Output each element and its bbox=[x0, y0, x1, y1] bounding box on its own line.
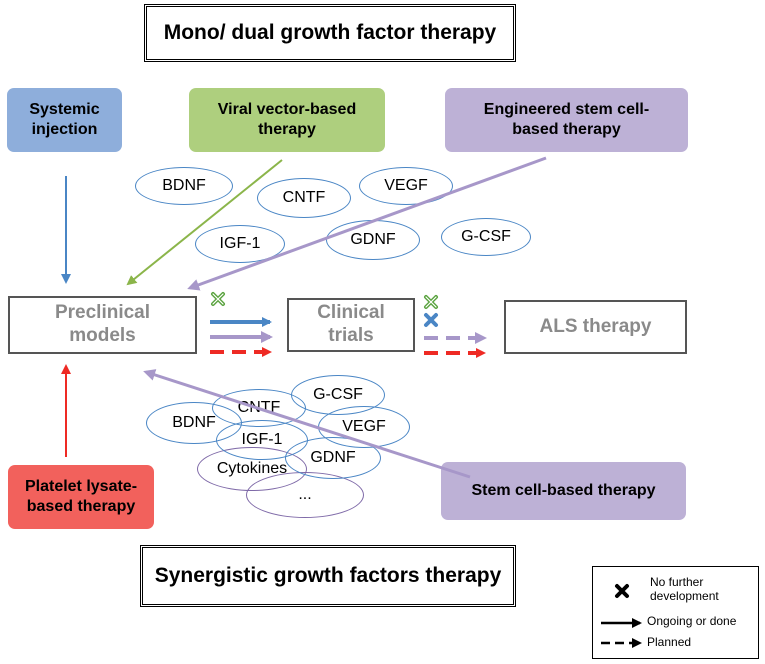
bottom-title-text: Synergistic growth factors therapy bbox=[154, 564, 502, 587]
engineered-line-2: based therapy bbox=[512, 121, 621, 138]
green-x-icon-1 bbox=[211, 292, 225, 306]
cntf-top-ellipse: CNTF bbox=[257, 178, 351, 218]
gcsf-bottom-label: G-CSF bbox=[313, 386, 363, 403]
engineered-arrow bbox=[187, 156, 547, 291]
gcsf-top-label: G-CSF bbox=[461, 228, 511, 245]
green-x-icon-2 bbox=[424, 295, 438, 309]
stem-cell-label: Stem cell-based therapy bbox=[471, 482, 656, 499]
gcsf-top-ellipse: G-CSF bbox=[441, 218, 531, 256]
bottom-title: Synergistic growth factors therapy bbox=[140, 545, 516, 607]
bdnf-top-ellipse: BDNF bbox=[135, 167, 233, 205]
stem-cell-therapy-box: Stem cell-based therapy bbox=[441, 462, 686, 520]
vegf-bottom-label: VEGF bbox=[342, 418, 386, 435]
engineered-line-1: Engineered stem cell- bbox=[483, 101, 650, 118]
systemic-injection-box: Systemic injection bbox=[7, 88, 122, 152]
legend-planned: Planned bbox=[647, 635, 692, 649]
platelet-line-1: Platelet lysate- bbox=[24, 478, 138, 495]
igf1-top-label: IGF-1 bbox=[219, 235, 261, 252]
bdnf-bottom-label: BDNF bbox=[172, 414, 216, 431]
clinical-trials-box: Clinical trials bbox=[287, 298, 415, 352]
platelet-lysate-box: Platelet lysate- based therapy bbox=[8, 465, 154, 529]
igf1-top-ellipse: IGF-1 bbox=[195, 225, 285, 263]
preclinical-line-2: models bbox=[69, 325, 136, 346]
preclinical-models-box: Preclinical models bbox=[8, 296, 197, 354]
viral-line-2: therapy bbox=[258, 121, 316, 138]
top-title: Mono/ dual growth factor therapy bbox=[144, 4, 516, 62]
als-therapy-box: ALS therapy bbox=[504, 300, 687, 354]
engineered-stem-cell-box: Engineered stem cell- based therapy bbox=[445, 88, 688, 152]
stem-cell-arrow bbox=[143, 369, 471, 479]
viral-arrow bbox=[126, 159, 283, 286]
systemic-line-1: Systemic bbox=[29, 101, 100, 118]
cytokines-bottom-label: Cytokines bbox=[216, 460, 288, 477]
top-title-text: Mono/ dual growth factor therapy bbox=[163, 21, 497, 44]
legend-no-further-line-2: development bbox=[650, 588, 719, 603]
systemic-line-2: injection bbox=[31, 121, 98, 138]
igf1-bottom-label: IGF-1 bbox=[241, 431, 283, 448]
gdnf-bottom-label: GDNF bbox=[310, 449, 356, 466]
legend-no-further-line-1: No further bbox=[650, 575, 704, 589]
clinical-line-2: trials bbox=[328, 325, 374, 346]
bdnf-top-label: BDNF bbox=[162, 177, 206, 194]
viral-line-1: Viral vector-based bbox=[217, 101, 357, 118]
als-therapy-label: ALS therapy bbox=[539, 315, 652, 337]
clinical-line-1: Clinical bbox=[317, 302, 385, 324]
legend-ongoing: Ongoing or done bbox=[647, 614, 737, 628]
gcsf-bottom-ellipse: G-CSF bbox=[291, 375, 385, 415]
blue-x-icon bbox=[424, 313, 438, 327]
viral-vector-box: Viral vector-based therapy bbox=[189, 88, 385, 152]
cntf-top-label: CNTF bbox=[282, 189, 326, 206]
vegf-top-ellipse: VEGF bbox=[359, 167, 453, 205]
vegf-top-label: VEGF bbox=[384, 177, 428, 194]
platelet-line-2: based therapy bbox=[26, 498, 136, 515]
gdnf-top-label: GDNF bbox=[350, 231, 396, 248]
legend-no-further: No further development bbox=[650, 575, 755, 604]
preclinical-line-1: Preclinical bbox=[54, 302, 151, 324]
more-bottom-label: ... bbox=[298, 486, 312, 503]
